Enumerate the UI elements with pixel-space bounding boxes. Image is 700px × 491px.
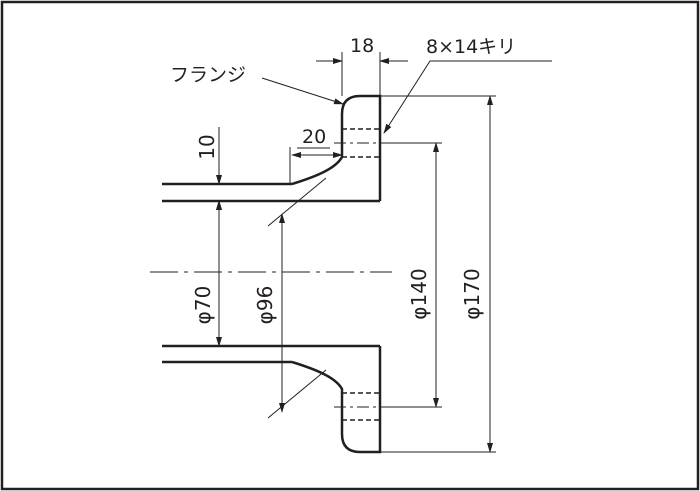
- dimension-lines: [216, 58, 493, 453]
- part-label: フランジ: [170, 64, 247, 86]
- bolt-hole-label: 8×14キリ: [426, 36, 517, 58]
- pipe-inner-diameter-label: φ70: [191, 285, 215, 325]
- pipe-walls: [162, 182, 380, 364]
- flange-outer-diameter-label: φ170: [460, 268, 484, 320]
- bolt-circle-diameter-label: φ140: [407, 268, 431, 320]
- pipe-outer-diameter-label: φ96: [253, 285, 277, 325]
- bolt-holes: [342, 128, 380, 421]
- hub-length-label: 20: [302, 126, 327, 148]
- bolt-hole-leader: [383, 60, 552, 134]
- phi96-leaders: [267, 177, 327, 419]
- flange-bottom-outline: [291, 346, 382, 454]
- flange-thickness-label: 18: [350, 35, 375, 57]
- flange-leader: [261, 77, 344, 105]
- pipe-wall-label: 10: [195, 134, 219, 160]
- flange-top-outline: [291, 94, 382, 201]
- extension-lines: [289, 52, 496, 453]
